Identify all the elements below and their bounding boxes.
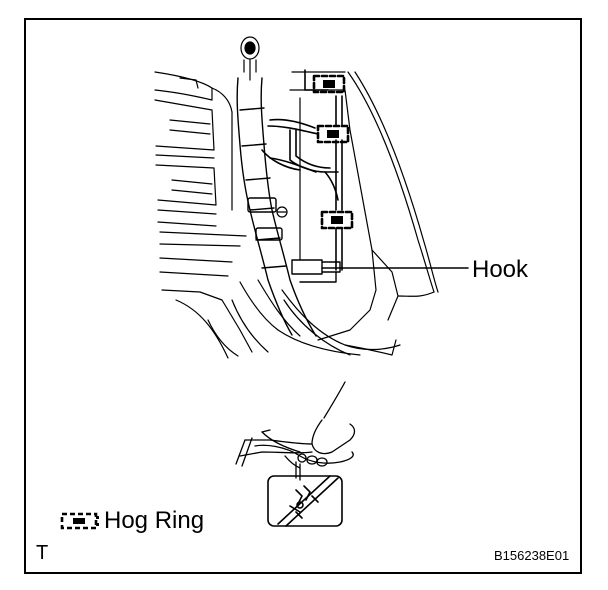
hog-ring-marker-lower [320, 210, 354, 230]
figure-code: B156238E01 [494, 548, 570, 563]
clamp-nut [240, 36, 260, 81]
hog-ring-inset [267, 475, 343, 527]
hog-ring-marker-middle [316, 124, 350, 144]
hook-label: Hook [472, 256, 529, 283]
main-hose [236, 77, 317, 337]
hog-ring-marker-top [312, 74, 346, 94]
wire-harness [261, 69, 343, 271]
pillar-edge [281, 71, 439, 356]
legend-label: Hog Ring [104, 507, 205, 534]
body-panel-lines [154, 71, 253, 359]
pliers-detail [235, 381, 356, 481]
fastener [276, 206, 288, 218]
hog-ring-markers [312, 74, 354, 230]
diagram-frame [24, 18, 582, 574]
hook-bracket [291, 259, 341, 283]
legend: Hog Ring [60, 506, 204, 536]
corner-letter: T [36, 542, 49, 564]
hog-ring-symbol-icon [60, 512, 99, 530]
floor-trim [207, 279, 361, 357]
